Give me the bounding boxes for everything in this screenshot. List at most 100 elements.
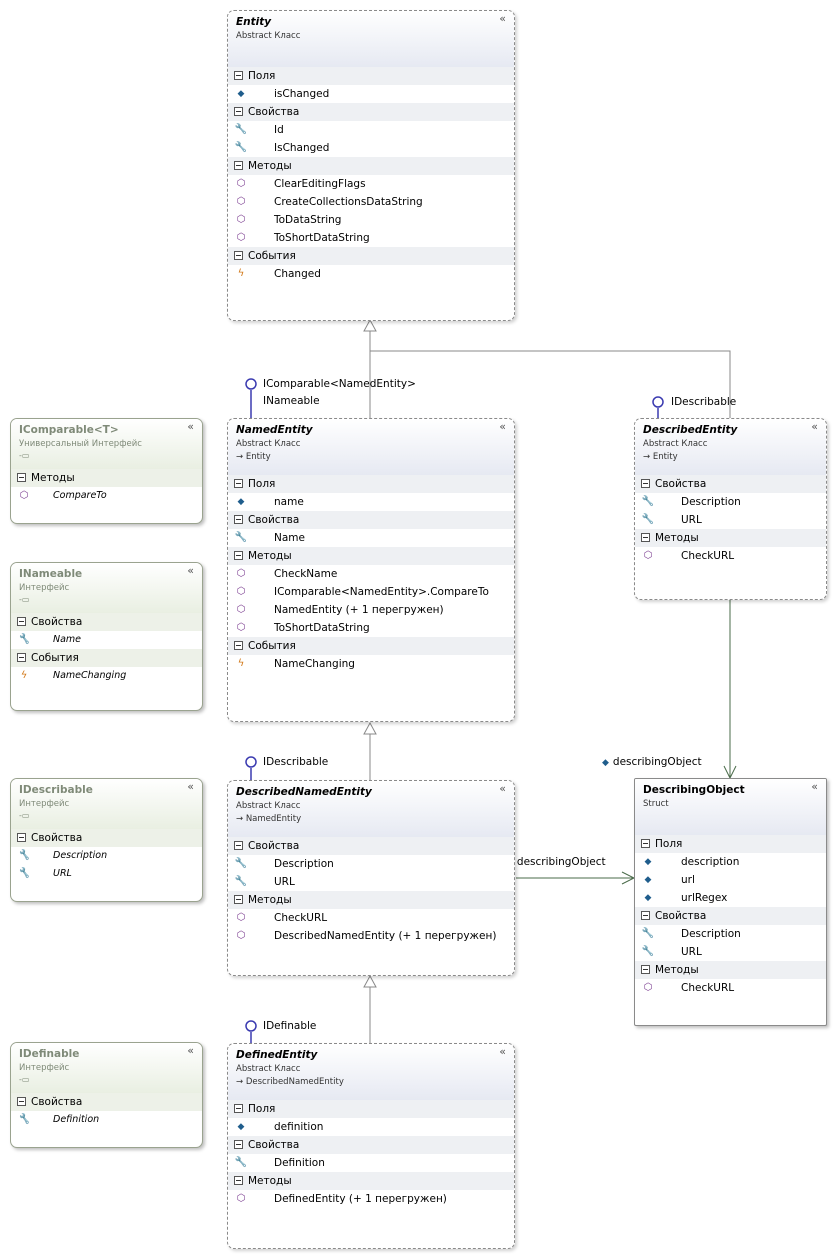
collapse-icon[interactable]: «: [499, 12, 506, 25]
section-header[interactable]: Методы: [228, 547, 514, 565]
interface-icomparable[interactable]: IComparable<T>Универсальный Интерфейс-▭«…: [10, 418, 203, 524]
collapse-section-icon[interactable]: [17, 1096, 26, 1106]
collapse-section-icon[interactable]: [641, 478, 650, 488]
section-header[interactable]: Поля: [228, 67, 514, 85]
section-header[interactable]: События: [11, 649, 202, 667]
collapse-section-icon[interactable]: [234, 550, 243, 560]
section-header[interactable]: Свойства: [228, 1136, 514, 1154]
member-row[interactable]: ◆url: [635, 871, 826, 889]
section-header[interactable]: События: [228, 247, 514, 265]
section-header[interactable]: Поля: [228, 475, 514, 493]
member-row[interactable]: ◆definition: [228, 1118, 514, 1136]
member-row[interactable]: 🔧Id: [228, 121, 514, 139]
member-row[interactable]: 🔧Name: [228, 529, 514, 547]
section-header[interactable]: Методы: [11, 469, 202, 487]
member-row[interactable]: ⬡CheckName: [228, 565, 514, 583]
collapse-icon[interactable]: «: [499, 1045, 506, 1058]
collapse-section-icon[interactable]: [234, 70, 243, 80]
section-header[interactable]: Свойства: [635, 475, 826, 493]
section-header[interactable]: Методы: [228, 891, 514, 909]
section-header[interactable]: Свойства: [228, 837, 514, 855]
member-row[interactable]: ⬡ToDataString: [228, 211, 514, 229]
collapse-section-icon[interactable]: [234, 478, 243, 488]
member-row[interactable]: 🔧Description: [228, 855, 514, 873]
collapse-section-icon[interactable]: [641, 532, 650, 542]
section-header[interactable]: Свойства: [11, 829, 202, 847]
section-header[interactable]: Свойства: [11, 613, 202, 631]
member-row[interactable]: 🔧IsChanged: [228, 139, 514, 157]
member-row[interactable]: ◆description: [635, 853, 826, 871]
member-row[interactable]: 🔧URL: [228, 873, 514, 891]
section-header[interactable]: События: [228, 637, 514, 655]
member-row[interactable]: ◆urlRegex: [635, 889, 826, 907]
collapse-section-icon[interactable]: [641, 964, 650, 974]
section-header[interactable]: Методы: [635, 961, 826, 979]
collapse-section-icon[interactable]: [234, 1139, 243, 1149]
member-row[interactable]: 🔧Definition: [11, 1111, 202, 1129]
section-header[interactable]: Поля: [635, 835, 826, 853]
collapse-section-icon[interactable]: [234, 1175, 243, 1185]
collapse-section-icon[interactable]: [17, 472, 26, 482]
member-row[interactable]: ⬡CompareTo: [11, 487, 202, 505]
member-row[interactable]: ⬡ClearEditingFlags: [228, 175, 514, 193]
member-row[interactable]: ◆isChanged: [228, 85, 514, 103]
member-row[interactable]: ⬡CheckURL: [635, 547, 826, 565]
section-header[interactable]: Свойства: [228, 103, 514, 121]
member-row[interactable]: 🔧Description: [11, 847, 202, 865]
collapse-section-icon[interactable]: [641, 838, 650, 848]
collapse-icon[interactable]: «: [187, 420, 194, 433]
section-header[interactable]: Свойства: [635, 907, 826, 925]
member-row[interactable]: ◆name: [228, 493, 514, 511]
collapse-icon[interactable]: «: [187, 1044, 194, 1057]
collapse-icon[interactable]: «: [811, 420, 818, 433]
member-row[interactable]: ⬡DescribedNamedEntity (+ 1 перегружен): [228, 927, 514, 945]
collapse-section-icon[interactable]: [234, 106, 243, 116]
member-row[interactable]: 🔧URL: [11, 865, 202, 883]
member-row[interactable]: 🔧URL: [635, 943, 826, 961]
collapse-section-icon[interactable]: [234, 160, 243, 170]
member-row[interactable]: ⬡IComparable<NamedEntity>.CompareTo: [228, 583, 514, 601]
section-header[interactable]: Методы: [228, 157, 514, 175]
member-row[interactable]: ⬡CreateCollectionsDataString: [228, 193, 514, 211]
collapse-section-icon[interactable]: [234, 640, 243, 650]
collapse-icon[interactable]: «: [187, 564, 194, 577]
section-header[interactable]: Методы: [228, 1172, 514, 1190]
member-row[interactable]: ⬡DefinedEntity (+ 1 перегружен): [228, 1190, 514, 1208]
section-header[interactable]: Поля: [228, 1100, 514, 1118]
section-header[interactable]: Свойства: [11, 1093, 202, 1111]
member-row[interactable]: 🔧Description: [635, 493, 826, 511]
collapse-icon[interactable]: «: [811, 780, 818, 793]
member-row[interactable]: 🔧Description: [635, 925, 826, 943]
collapse-section-icon[interactable]: [17, 616, 26, 626]
member-row[interactable]: ⬡CheckURL: [635, 979, 826, 997]
member-row[interactable]: ⬡CheckURL: [228, 909, 514, 927]
collapse-section-icon[interactable]: [17, 652, 26, 662]
section-header[interactable]: Свойства: [228, 511, 514, 529]
collapse-section-icon[interactable]: [234, 840, 243, 850]
collapse-icon[interactable]: «: [499, 420, 506, 433]
member-row[interactable]: 🔧Definition: [228, 1154, 514, 1172]
collapse-section-icon[interactable]: [234, 514, 243, 524]
collapse-section-icon[interactable]: [234, 894, 243, 904]
collapse-section-icon[interactable]: [234, 250, 243, 260]
section-header[interactable]: Методы: [635, 529, 826, 547]
member-row[interactable]: ⬡ToShortDataString: [228, 619, 514, 637]
member-row[interactable]: ⬡NamedEntity (+ 1 перегружен): [228, 601, 514, 619]
collapse-section-icon[interactable]: [234, 1103, 243, 1113]
collapse-section-icon[interactable]: [641, 910, 650, 920]
collapse-icon[interactable]: «: [187, 780, 194, 793]
collapse-section-icon[interactable]: [17, 832, 26, 842]
member-row[interactable]: 🔧Name: [11, 631, 202, 649]
